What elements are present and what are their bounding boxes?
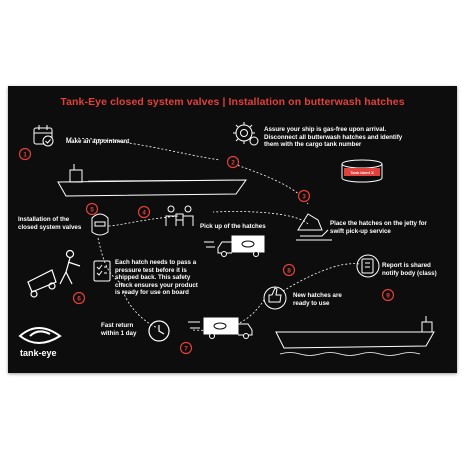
tank-ident-label: Tank Ident X (350, 170, 374, 175)
checklist-icon (93, 260, 111, 282)
step-number-circles (18, 147, 395, 355)
step-3-text: Place the hatches on the jetty for swift… (330, 220, 427, 235)
delivery-truck-icon (204, 235, 265, 257)
step-number-8: 8 (287, 267, 291, 274)
infographic-title: Tank-Eye closed system valves | Installa… (60, 96, 405, 108)
worker-trolley-icon (27, 249, 81, 298)
clock-icon (148, 320, 170, 342)
step-number-6: 6 (77, 295, 81, 302)
step-number-9: 9 (386, 292, 390, 299)
step-badge-6 (72, 291, 86, 305)
step-number-1: 1 (23, 151, 27, 158)
step-badge-3 (297, 189, 311, 203)
hatch-cylinder-icon (341, 159, 383, 183)
process-diagram: Tank Ident X (18, 122, 435, 356)
step-badge-5 (85, 202, 99, 216)
welding-mask-icon (91, 213, 109, 236)
step-number-7: 7 (184, 345, 188, 352)
step-number-2: 2 (231, 159, 235, 166)
handover-icon (165, 205, 194, 226)
tanker-ship-icon (57, 164, 247, 197)
calendar-check-icon (33, 125, 54, 147)
report-icon (356, 254, 380, 278)
step-4-text: Pick up of the hatches (200, 223, 266, 230)
step-badge-1 (18, 147, 32, 161)
delivery-truck-icon-2 (188, 317, 253, 339)
thumbs-up-icon (263, 286, 287, 310)
step-9-text: Report is shared notify body (class) (382, 262, 437, 277)
gear-check-icon (233, 122, 259, 146)
step-badge-8 (282, 263, 296, 277)
step-2-text: Assure your ship is gas-free upon arriva… (264, 126, 403, 149)
tanker-ship-icon-2 (275, 316, 435, 356)
step-badge-7 (179, 341, 193, 355)
step-7-text: Fast return within 1 day (101, 322, 137, 337)
infographic-panel: Tank-Eye closed system valves | Installa… (8, 86, 457, 373)
step-badge-2 (226, 155, 240, 169)
step-5-text: Installation of the closed system valves (18, 216, 82, 231)
step-number-5: 5 (90, 206, 94, 213)
step-1-text: Make an appointment (66, 138, 130, 145)
step-6-text: Each hatch needs to pass a pressure test… (115, 259, 198, 297)
eye-logo-icon (18, 327, 62, 344)
logo-text: tank-eye (20, 348, 57, 358)
step-8-text: New hatches are ready to use (293, 292, 342, 307)
step-number-4: 4 (142, 209, 146, 216)
step-number-3: 3 (302, 193, 306, 200)
step-badge-4 (137, 205, 151, 219)
hand-hatch-icon (296, 213, 332, 241)
step-badge-9 (381, 288, 395, 302)
